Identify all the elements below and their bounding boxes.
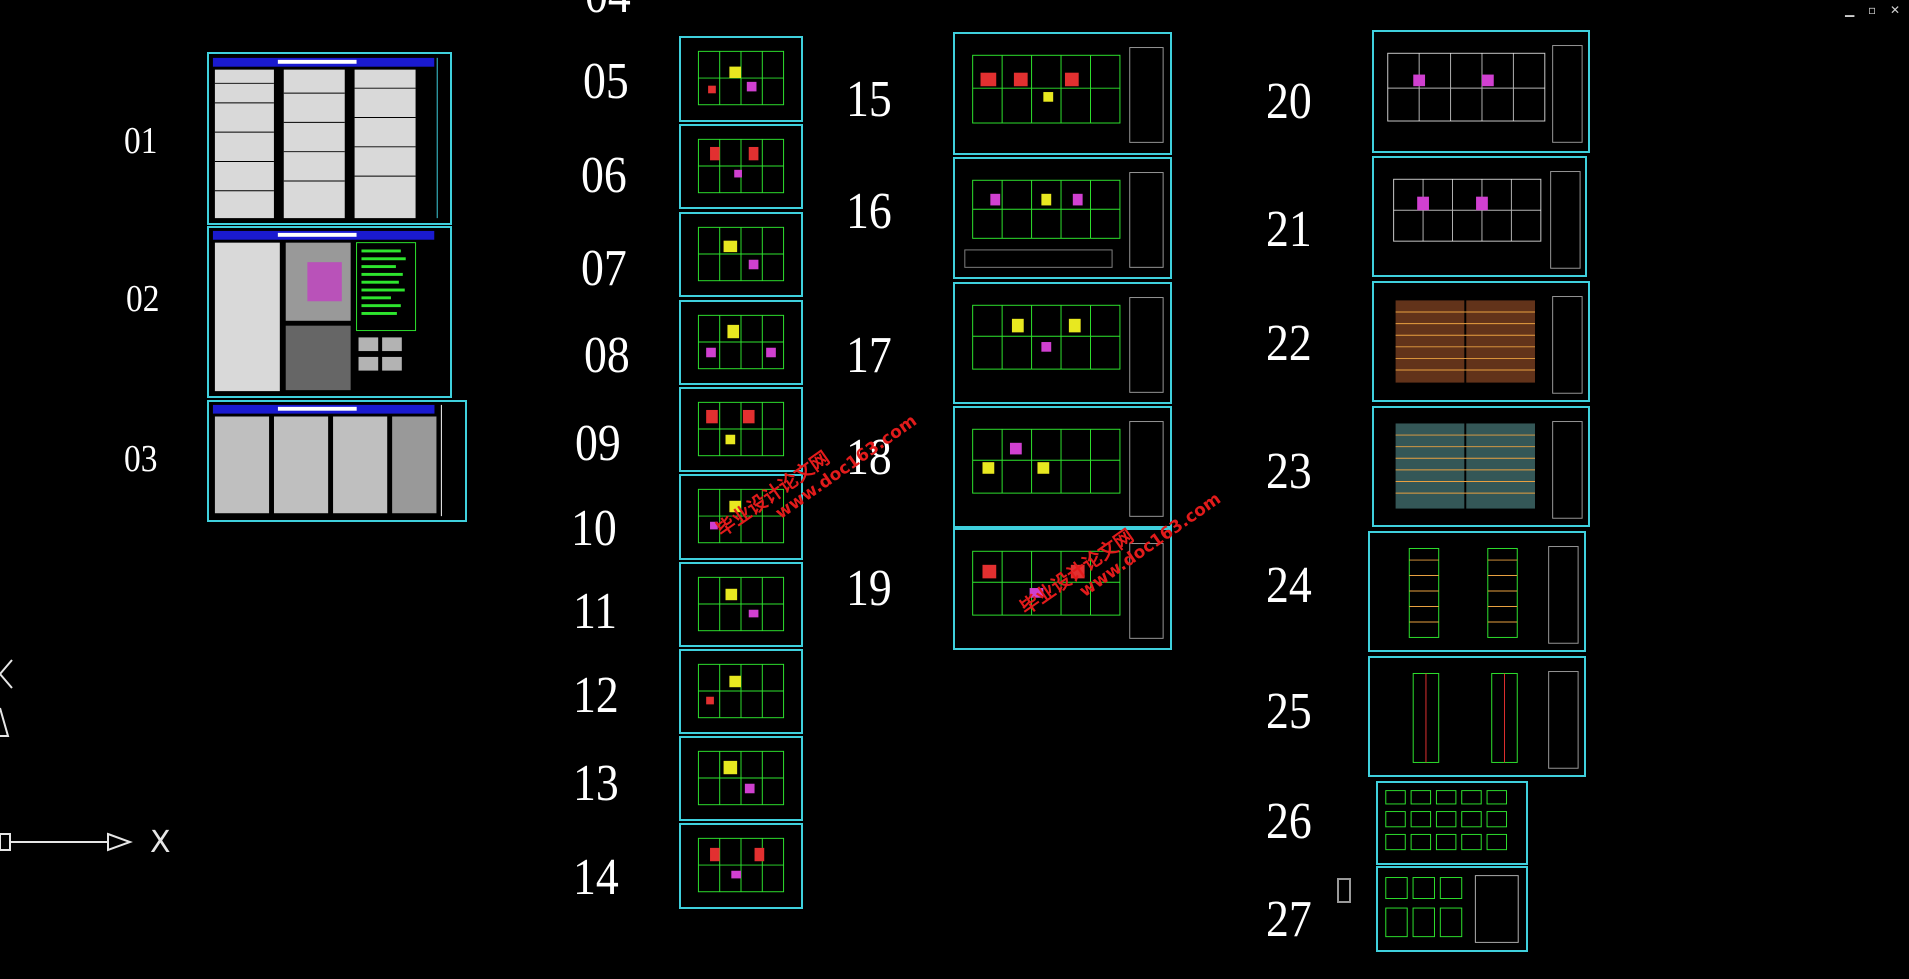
floor-plan-graphic <box>697 314 785 370</box>
sheet-label-13: 13 <box>573 755 619 812</box>
drawing-sheet-01[interactable] <box>207 52 452 225</box>
spec-sheet-graphic <box>212 230 435 392</box>
sheet-label-18: 18 <box>846 429 892 486</box>
drawing-sheet-15[interactable] <box>953 32 1172 155</box>
drawing-sheet-07[interactable] <box>679 212 803 297</box>
sheet-label-17: 17 <box>846 327 892 384</box>
floor-plan-graphic <box>1387 45 1583 143</box>
drawing-sheet-10[interactable] <box>679 474 803 560</box>
section-graphic <box>1412 671 1579 769</box>
floor-plan-graphic <box>697 750 785 806</box>
elevation-graphic <box>1395 296 1583 394</box>
sheet-label-04: 04 <box>585 0 631 22</box>
drawing-sheet-17[interactable] <box>953 282 1172 404</box>
floor-plan-graphic <box>972 47 1164 143</box>
sheet-label-14: 14 <box>573 849 619 906</box>
spec-sheet-graphic <box>212 404 442 517</box>
floor-plan-graphic <box>697 50 785 106</box>
sheet-label-02: 02 <box>126 278 160 320</box>
floor-plan-graphic <box>697 663 785 719</box>
sheet-label-11: 11 <box>573 583 618 640</box>
drawing-sheet-14[interactable] <box>679 823 803 909</box>
sheet-label-21: 21 <box>1266 201 1312 258</box>
sheet-label-15: 15 <box>846 71 892 128</box>
floor-plan-graphic <box>697 401 785 457</box>
floor-plan-graphic <box>972 297 1164 393</box>
drawing-sheet-13[interactable] <box>679 736 803 821</box>
sheet-label-07: 07 <box>581 240 627 297</box>
floor-plan-graphic <box>697 488 785 544</box>
drawing-sheet-23[interactable] <box>1372 406 1590 527</box>
floor-plan-graphic <box>1393 171 1581 269</box>
drawing-sheet-21[interactable] <box>1372 156 1587 277</box>
cursor-icon <box>1337 878 1351 903</box>
sheet-label-09: 09 <box>575 415 621 472</box>
sheet-label-03: 03 <box>124 438 158 480</box>
drawing-sheet-18[interactable] <box>953 406 1172 528</box>
floor-plan-graphic <box>697 138 785 194</box>
ucs-axis-icon <box>0 659 133 852</box>
drawing-sheet-03[interactable] <box>207 400 467 522</box>
drawing-sheet-25[interactable] <box>1368 656 1586 777</box>
window-controls[interactable]: ▁ ▫ ✕ <box>1844 3 1905 17</box>
sheet-label-01: 01 <box>124 120 158 162</box>
drawing-sheet-19[interactable] <box>953 528 1172 650</box>
ucs-x-label: X <box>150 825 171 860</box>
sheet-label-05: 05 <box>583 53 629 110</box>
elevation-graphic <box>1395 421 1583 519</box>
sheet-label-12: 12 <box>573 667 619 724</box>
drawing-sheet-11[interactable] <box>679 562 803 647</box>
drawing-sheet-02[interactable] <box>207 226 452 398</box>
drawing-sheet-20[interactable] <box>1372 30 1590 153</box>
drawing-sheet-24[interactable] <box>1368 531 1586 652</box>
sheet-label-25: 25 <box>1266 683 1312 740</box>
sheet-label-06: 06 <box>581 147 627 204</box>
section-graphic <box>1408 546 1579 644</box>
spec-sheet-graphic <box>212 57 438 219</box>
sheet-label-26: 26 <box>1266 793 1312 850</box>
drawing-sheet-12[interactable] <box>679 649 803 734</box>
drawing-sheet-05[interactable] <box>679 36 803 122</box>
sheet-label-22: 22 <box>1266 315 1312 372</box>
drawing-sheet-09[interactable] <box>679 387 803 472</box>
floor-plan-graphic <box>697 837 785 893</box>
detail-graphic <box>1385 790 1508 851</box>
sheet-label-19: 19 <box>846 560 892 617</box>
drawing-sheet-06[interactable] <box>679 124 803 209</box>
drawing-sheet-27[interactable] <box>1376 866 1528 952</box>
detail-graphic <box>1385 875 1519 943</box>
sheet-label-27: 27 <box>1266 891 1312 948</box>
sheet-label-08: 08 <box>584 327 630 384</box>
drawing-sheet-16[interactable] <box>953 157 1172 279</box>
sheet-label-23: 23 <box>1266 443 1312 500</box>
sheet-label-20: 20 <box>1266 73 1312 130</box>
drawing-sheet-22[interactable] <box>1372 281 1590 402</box>
floor-plan-graphic <box>964 172 1164 268</box>
floor-plan-graphic <box>697 226 785 282</box>
floor-plan-graphic <box>972 543 1164 639</box>
sheet-label-24: 24 <box>1266 557 1312 614</box>
drawing-sheet-08[interactable] <box>679 300 803 385</box>
sheet-label-16: 16 <box>846 183 892 240</box>
drawing-sheet-26[interactable] <box>1376 781 1528 865</box>
floor-plan-graphic <box>972 421 1164 517</box>
sheet-label-10: 10 <box>571 500 617 557</box>
floor-plan-graphic <box>697 576 785 632</box>
